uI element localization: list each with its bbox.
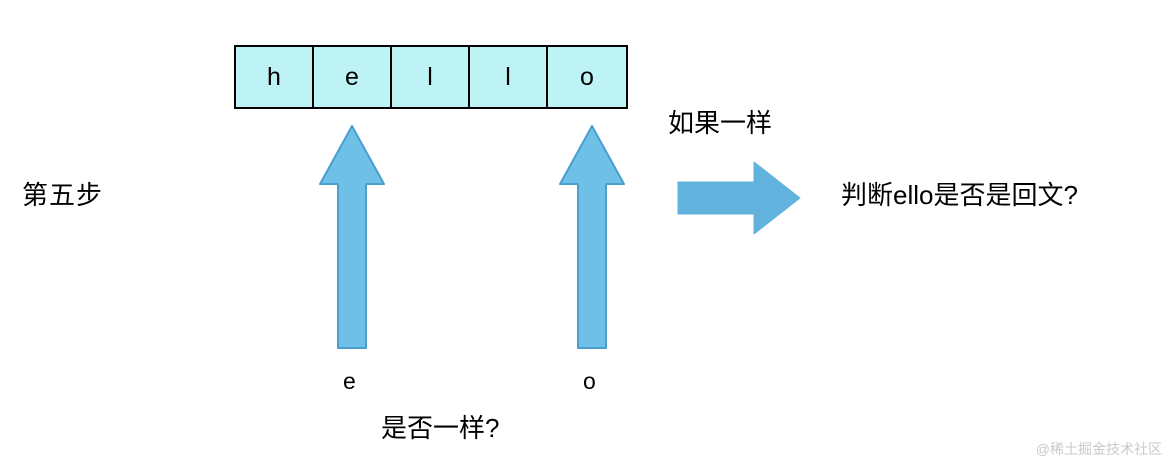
- string-cell: l: [470, 47, 548, 107]
- condition-label: 如果一样: [668, 108, 773, 138]
- string-cell: o: [548, 47, 626, 107]
- pointer-letter-left: e: [343, 368, 356, 394]
- string-cell: h: [236, 47, 314, 107]
- right-block-arrow-icon: [676, 160, 802, 241]
- up-arrow-icon-right: [556, 122, 628, 357]
- step-label: 第五步: [22, 180, 104, 210]
- watermark: @稀土掘金技术社区: [1035, 441, 1162, 457]
- compare-question-label: 是否一样?: [381, 413, 500, 443]
- pointer-letter-right: o: [583, 368, 596, 394]
- string-cell-row: h e l l o: [234, 45, 628, 109]
- string-cell: l: [392, 47, 470, 107]
- string-cell: e: [314, 47, 392, 107]
- conclusion-label: 判断ello是否是回文?: [841, 180, 1078, 210]
- up-arrow-icon-left: [316, 122, 388, 357]
